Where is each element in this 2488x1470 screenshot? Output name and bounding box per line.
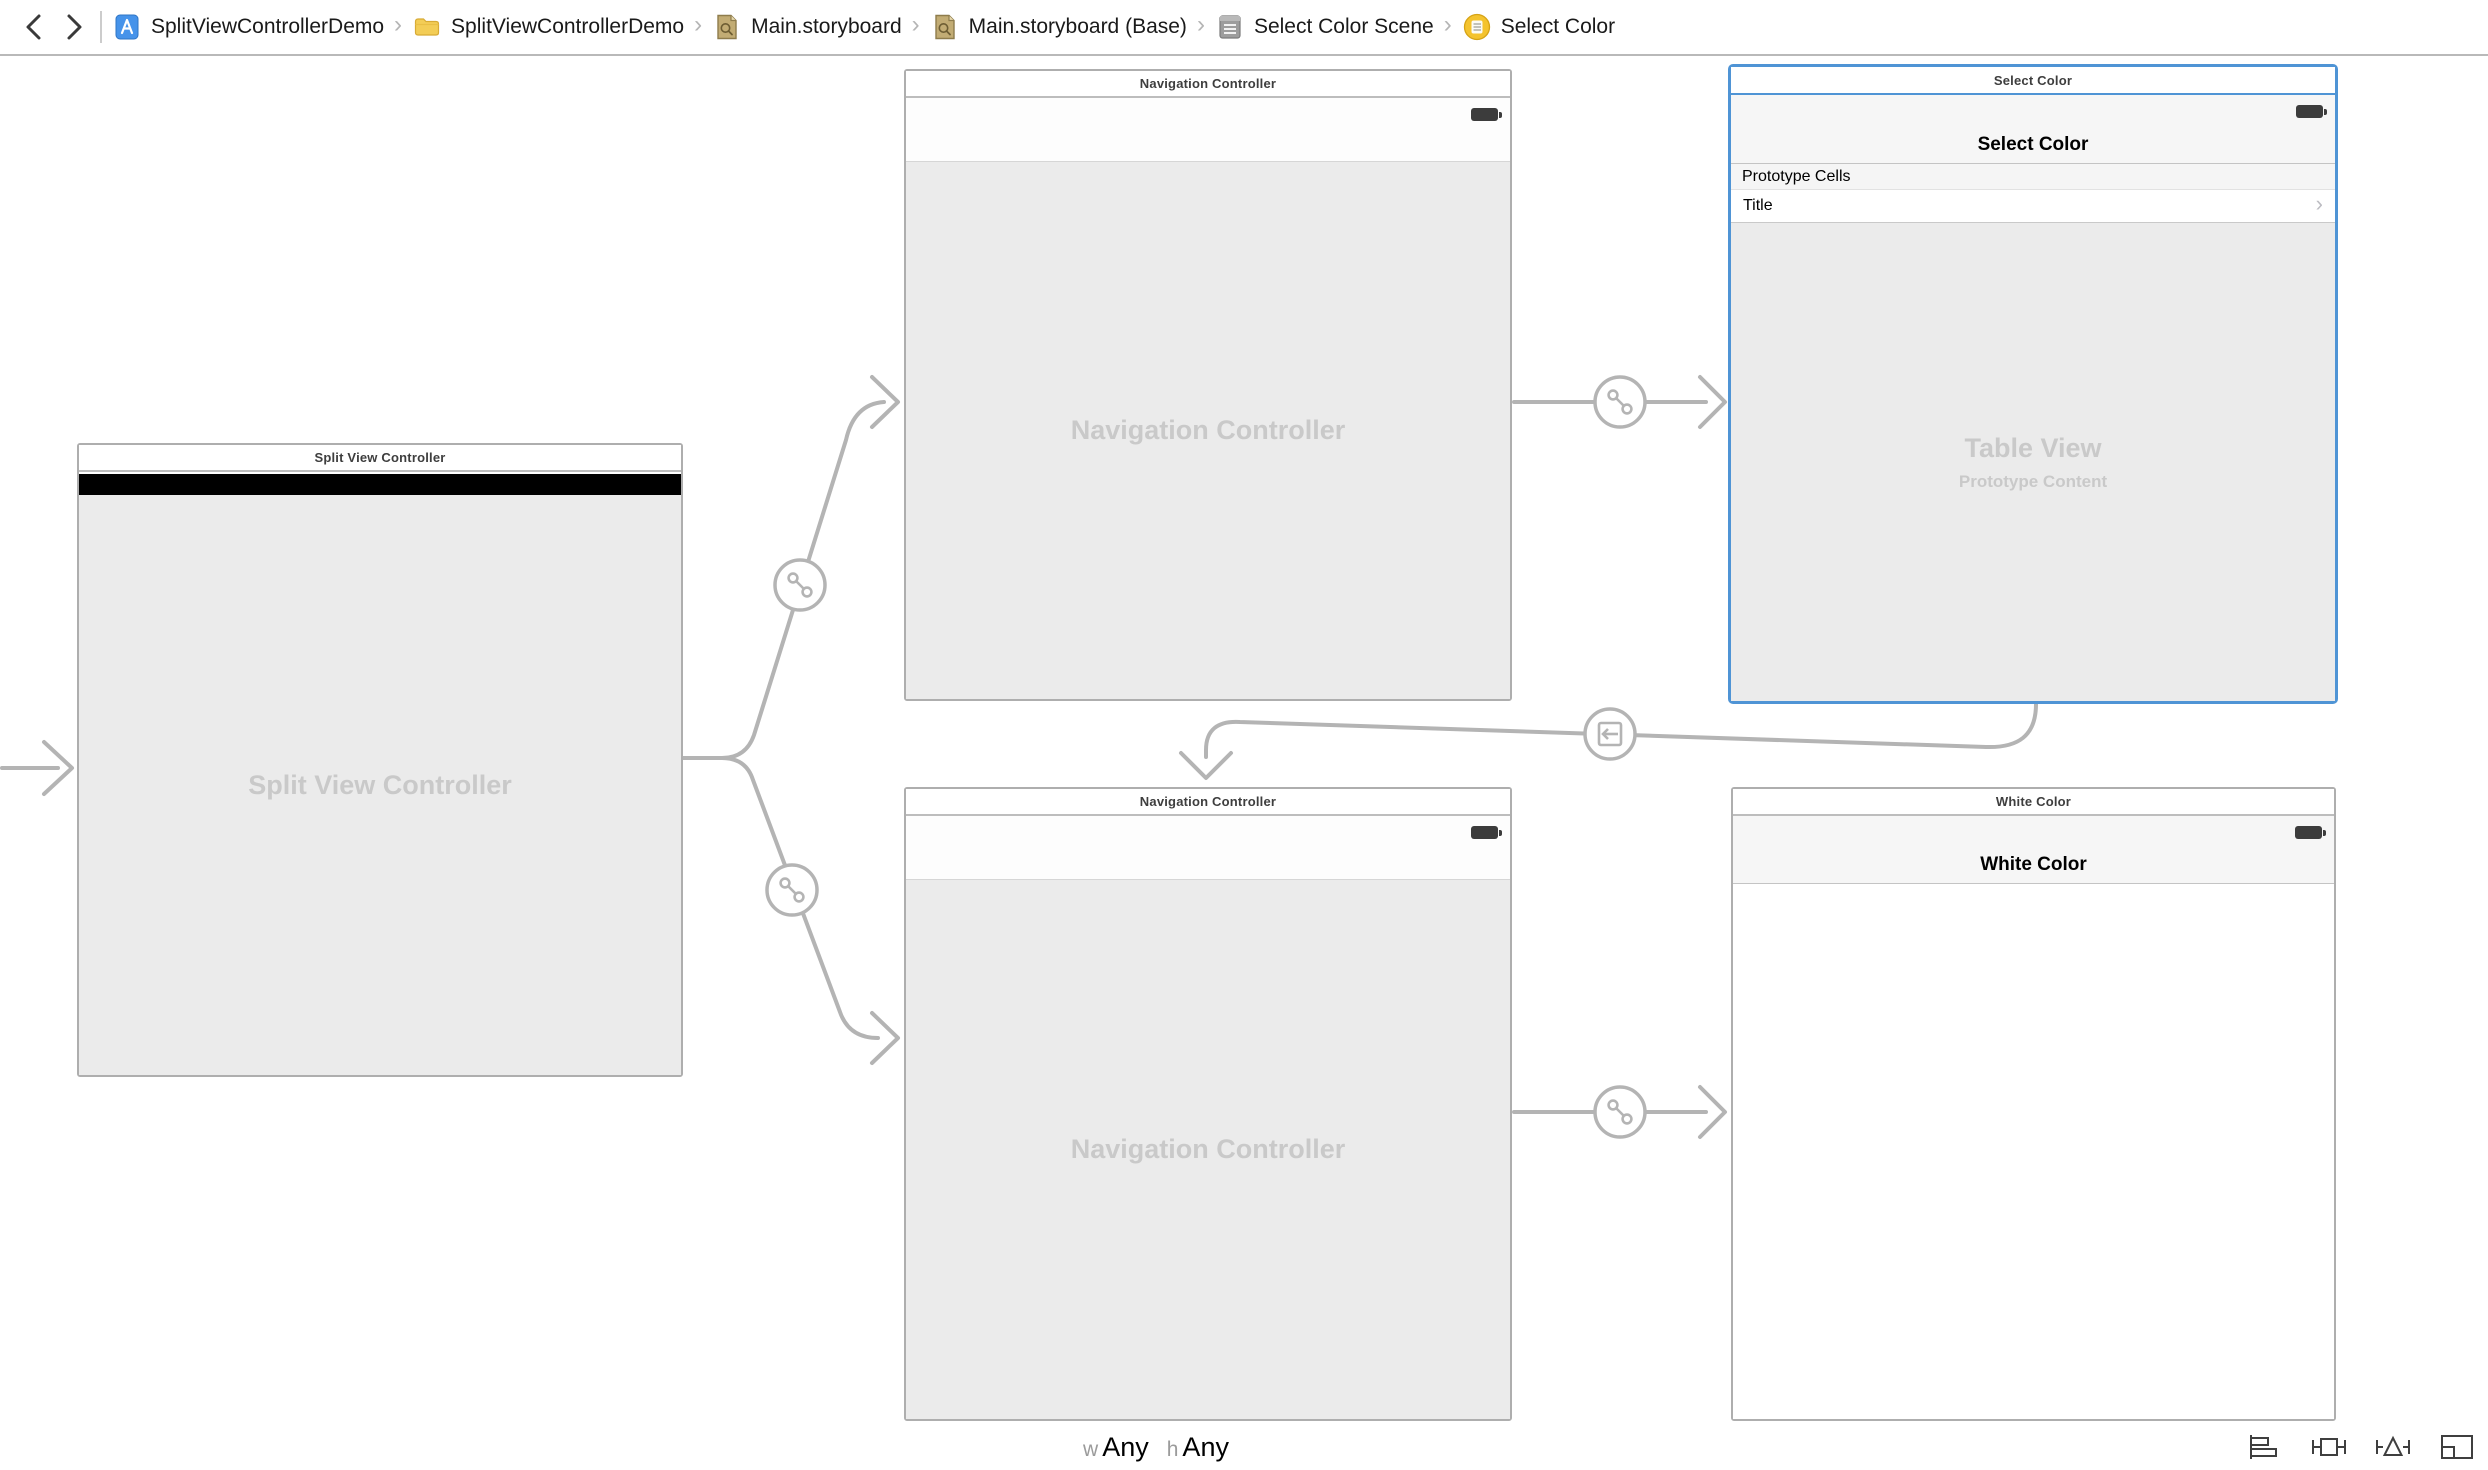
breadcrumb-separator: ›: [1196, 11, 1205, 38]
show-detail-segue-icon[interactable]: [1583, 707, 1637, 761]
height-class-label: h: [1166, 1438, 1179, 1461]
scene-title-bar[interactable]: Split View Controller: [79, 445, 681, 472]
navigation-bar[interactable]: White Color: [1733, 816, 2334, 884]
ghost-label: Table View: [1964, 432, 2102, 463]
resizing-behavior-button[interactable]: [2438, 1432, 2476, 1462]
jump-bar-item-label: SplitViewControllerDemo: [151, 15, 385, 38]
resolve-auto-layout-icon: [2376, 1435, 2410, 1456]
storyboard-icon: [930, 12, 960, 42]
breadcrumb-separator: ›: [1443, 11, 1452, 38]
navigation-bar-title: White Color: [1980, 854, 2087, 875]
disclosure-chevron-icon: ›: [2315, 191, 2323, 216]
split-view-body[interactable]: Split View Controller: [79, 495, 681, 1075]
width-class-value: Any: [1102, 1432, 1149, 1462]
jump-bar-item-label: Main.storyboard (Base): [968, 15, 1187, 38]
navigation-bar-title: Select Color: [1977, 134, 2089, 155]
relationship-segue-icon[interactable]: [1593, 375, 1647, 429]
jump-bar-item-view-controller[interactable]: Select Color: [1462, 12, 1615, 42]
jump-bar-divider: [100, 11, 102, 43]
scene-title: White Color: [1995, 794, 2072, 809]
ghost-label: Split View Controller: [248, 769, 512, 800]
chevron-right-icon: [67, 14, 82, 40]
size-class-control[interactable]: w Any h Any: [1083, 1432, 1229, 1463]
jump-bar-item-project[interactable]: SplitViewControllerDemo: [112, 12, 384, 42]
jump-bar-item-label: Select Color Scene: [1253, 15, 1434, 38]
align-icon: [2250, 1435, 2277, 1459]
jump-bar-item-label: SplitViewControllerDemo: [451, 15, 685, 38]
relationship-segue-icon[interactable]: [773, 558, 827, 612]
scene-title: Navigation Controller: [1139, 794, 1277, 809]
scene-title: Navigation Controller: [1139, 76, 1277, 91]
battery-icon: [2296, 105, 2327, 118]
table-view-body[interactable]: Table View Prototype Content: [1731, 223, 2335, 701]
height-class-value: Any: [1182, 1432, 1229, 1462]
forward-button[interactable]: [54, 7, 94, 47]
navigation-controller-body[interactable]: Navigation Controller: [906, 880, 1510, 1419]
jump-bar-item-label: Select Color: [1500, 15, 1616, 38]
back-button[interactable]: [14, 7, 54, 47]
pin-icon: [2312, 1438, 2346, 1456]
battery-icon: [1471, 826, 1502, 839]
table-cell-title[interactable]: Title ›: [1731, 189, 2335, 223]
ghost-label: Navigation Controller: [1070, 415, 1346, 445]
resizing-behavior-icon: [2441, 1435, 2473, 1459]
relationship-segue-icon[interactable]: [1593, 1085, 1647, 1139]
scene-title-bar[interactable]: Select Color: [1731, 67, 2335, 95]
navigation-bar[interactable]: [906, 816, 1510, 880]
ghost-label: Navigation Controller: [1070, 1134, 1346, 1164]
jump-bar-item-scene[interactable]: Select Color Scene: [1215, 12, 1434, 42]
jump-bar-item-storyboard-base[interactable]: Main.storyboard (Base): [930, 12, 1187, 42]
width-class-label: w: [1083, 1438, 1099, 1461]
scene-title-bar[interactable]: Navigation Controller: [906, 789, 1510, 816]
navigation-controller-body[interactable]: Navigation Controller: [906, 162, 1510, 699]
ghost-sublabel: Prototype Content: [1958, 471, 2108, 491]
scene-title-bar[interactable]: White Color: [1733, 789, 2334, 816]
storyboard-icon: [712, 12, 742, 42]
jump-bar-item-storyboard[interactable]: Main.storyboard: [712, 12, 902, 42]
scene-white-color[interactable]: White Color White Color: [1731, 787, 2336, 1421]
scene-navigation-controller-top[interactable]: Navigation Controller Navigation Control…: [904, 69, 1512, 701]
project-icon: [112, 12, 142, 42]
folder-icon: [412, 12, 442, 42]
jump-bar-item-group[interactable]: SplitViewControllerDemo: [412, 12, 684, 42]
scene-icon: [1215, 12, 1245, 42]
scene-split-view-controller[interactable]: Split View Controller Split View Control…: [77, 443, 683, 1077]
navigation-bar[interactable]: Select Color: [1731, 95, 2335, 164]
battery-icon: [1471, 108, 1502, 121]
chevron-left-icon: [26, 14, 41, 40]
scene-title: Split View Controller: [314, 450, 446, 465]
scene-title: Select Color: [1993, 72, 2073, 88]
prototype-cells-header[interactable]: Prototype Cells: [1731, 164, 2335, 189]
scene-title-bar[interactable]: Navigation Controller: [906, 71, 1510, 98]
navigation-bar[interactable]: [906, 98, 1510, 162]
white-color-body[interactable]: [1733, 884, 2334, 1419]
battery-icon: [2295, 826, 2326, 839]
auto-layout-toolbar: [2246, 1432, 2476, 1462]
jump-bar-item-label: Main.storyboard: [751, 15, 902, 38]
breadcrumb-separator: ›: [911, 11, 920, 38]
resolve-auto-layout-issues-button[interactable]: [2374, 1432, 2412, 1462]
relationship-segue-icon[interactable]: [765, 863, 819, 917]
breadcrumb-separator: ›: [394, 11, 403, 38]
split-view-status-bar: [79, 474, 681, 495]
view-controller-icon: [1462, 12, 1492, 42]
pin-constraints-button[interactable]: [2310, 1432, 2348, 1462]
initial-vc-arrow: [0, 740, 74, 796]
scene-select-color[interactable]: Select Color Select Color Prototype Cell…: [1728, 64, 2338, 704]
prototype-cells-label: Prototype Cells: [1742, 167, 1851, 185]
table-cell-label: Title: [1743, 197, 1773, 214]
breadcrumb-separator: ›: [694, 11, 703, 38]
scene-navigation-controller-bottom[interactable]: Navigation Controller Navigation Control…: [904, 787, 1512, 1421]
stack-align-button[interactable]: [2246, 1432, 2284, 1462]
jump-bar: SplitViewControllerDemo › SplitViewContr…: [0, 0, 2488, 56]
